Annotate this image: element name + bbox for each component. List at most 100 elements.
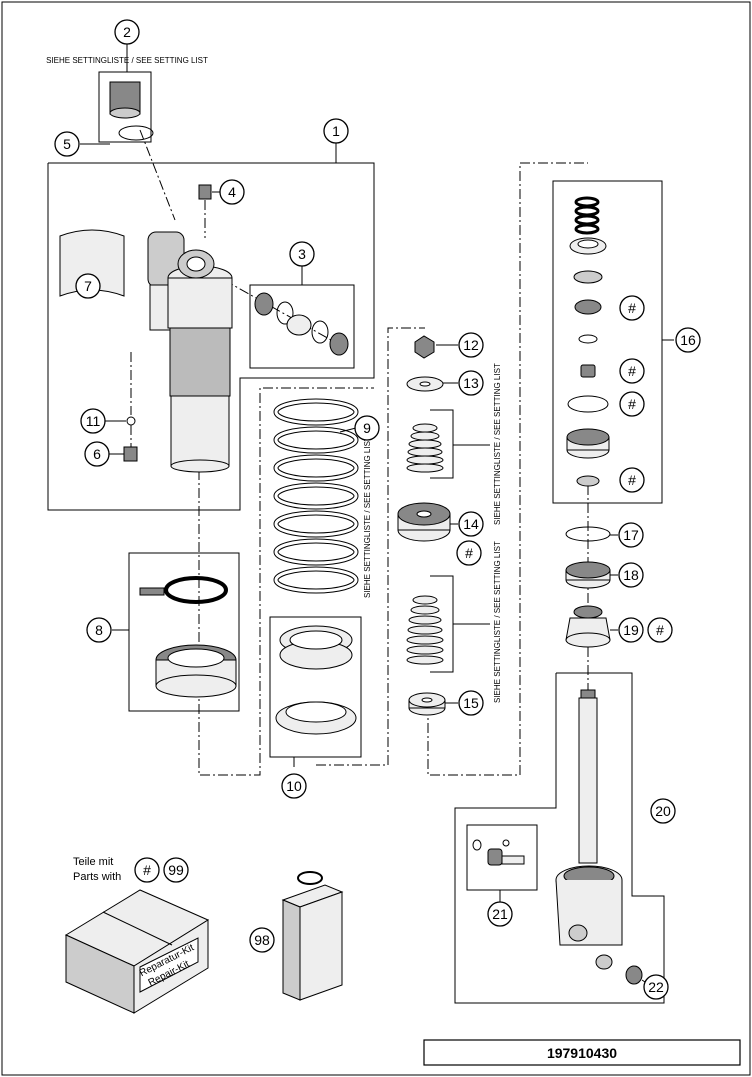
drawing-number-box xyxy=(423,1039,741,1066)
part-bush-16 xyxy=(580,364,596,378)
note-parts-with-de: Teile mit xyxy=(73,856,113,868)
part-adjust-ring-8-hole xyxy=(167,648,225,668)
svg-text:#: # xyxy=(465,545,473,561)
axis-line-2 xyxy=(139,129,176,221)
part-seal-16a xyxy=(574,299,602,315)
part-washer-11 xyxy=(126,416,136,426)
part-clamp-screw-8 xyxy=(139,587,165,596)
part-piston-rod-20 xyxy=(578,697,598,864)
group-frame-16 xyxy=(552,180,663,504)
group-frame-2 xyxy=(98,71,152,143)
note-setting-list-upper: SIEHE SETTINGLISTE / SEE SETTING LIST xyxy=(493,363,502,525)
callout-10: 10 xyxy=(281,773,307,799)
svg-text:15: 15 xyxy=(463,695,479,711)
svg-text:#: # xyxy=(628,472,636,488)
part-body-lower xyxy=(170,395,230,467)
part-body-bottom xyxy=(170,459,230,473)
callout-21: 21 xyxy=(487,901,513,927)
group-frame-1 xyxy=(47,162,375,511)
axis-line-right xyxy=(427,162,588,776)
callout-hash-16d: # xyxy=(619,467,645,493)
callout-14: 14 xyxy=(458,511,484,537)
part-shim-stack-lower xyxy=(406,595,444,665)
drawing-number: 197910430 xyxy=(547,1045,617,1061)
note-parts-with-en: Parts with xyxy=(73,871,121,883)
callout-hash-kit: # xyxy=(134,857,160,883)
svg-text:98: 98 xyxy=(254,932,270,948)
svg-text:#: # xyxy=(628,300,636,316)
svg-text:18: 18 xyxy=(623,567,639,583)
svg-text:9: 9 xyxy=(363,420,371,436)
part-screw-4 xyxy=(198,184,212,200)
callout-7: 7 xyxy=(75,273,101,299)
svg-text:#: # xyxy=(628,363,636,379)
callout-18: 18 xyxy=(618,562,644,588)
callout-6: 6 xyxy=(84,441,110,467)
callout-16: 16 xyxy=(675,327,701,353)
callout-5: 5 xyxy=(54,131,80,157)
svg-text:19: 19 xyxy=(623,622,639,638)
callout-9: 9 xyxy=(354,415,380,441)
part-guide-16 xyxy=(566,428,610,446)
part-washer-16a xyxy=(573,270,603,284)
part-sleeve-3 xyxy=(286,314,312,336)
part-thread xyxy=(169,327,231,397)
svg-text:99: 99 xyxy=(168,862,184,878)
part-screw-6 xyxy=(123,446,138,462)
svg-text:10: 10 xyxy=(286,778,302,794)
part-oring-5 xyxy=(118,125,154,141)
callout-20: 20 xyxy=(650,798,676,824)
callout-11: 11 xyxy=(80,408,106,434)
svg-text:3: 3 xyxy=(298,246,306,262)
part-eye-hole xyxy=(186,256,206,272)
svg-text:17: 17 xyxy=(623,527,639,543)
part-bush-22 xyxy=(625,965,643,985)
svg-text:#: # xyxy=(656,622,664,638)
callout-19: 19 xyxy=(618,617,644,643)
bracket-upper-shims xyxy=(430,409,454,479)
svg-text:20: 20 xyxy=(655,803,671,819)
svg-text:5: 5 xyxy=(63,136,71,152)
callout-3: 3 xyxy=(289,241,315,267)
part-spring-9 xyxy=(273,398,359,594)
part-adjust-ring-8-bottom xyxy=(155,674,237,698)
repair-kit-box xyxy=(64,889,210,1014)
part-washer-16b xyxy=(576,475,600,487)
callout-1: 1 xyxy=(323,118,349,144)
callout-4: 4 xyxy=(219,179,245,205)
svg-text:#: # xyxy=(143,862,151,878)
callout-hash-16c: # xyxy=(619,391,645,417)
callout-2: 2 xyxy=(114,19,140,45)
svg-text:21: 21 xyxy=(492,906,508,922)
svg-text:7: 7 xyxy=(84,278,92,294)
callout-12: 12 xyxy=(458,332,484,358)
note-setting-list-2: SIEHE SETTINGLISTE / SEE SETTING LIST xyxy=(46,56,208,65)
part-rod-eye-20 xyxy=(555,879,623,946)
part-oring-16a xyxy=(578,334,598,344)
group-frame-21 xyxy=(466,824,538,891)
callout-13: 13 xyxy=(458,370,484,396)
part-sticker-7 xyxy=(59,229,125,297)
part-body-upper xyxy=(167,277,233,329)
part-shim-stack-upper xyxy=(406,423,444,473)
group-frame-8 xyxy=(128,552,240,712)
part-seat-10b-hole xyxy=(285,701,347,723)
part-oring-16b xyxy=(567,395,609,413)
svg-text:4: 4 xyxy=(228,184,236,200)
part-bush-3a xyxy=(254,292,274,316)
part-cap-18 xyxy=(565,561,611,579)
axis-line-3 xyxy=(223,279,341,346)
svg-text:8: 8 xyxy=(95,622,103,638)
callout-99: 99 xyxy=(163,857,189,883)
part-seat-10a-hole xyxy=(289,630,343,650)
part-oring-21 xyxy=(472,839,482,851)
svg-text:13: 13 xyxy=(463,375,479,391)
part-ring-3a xyxy=(276,301,294,325)
part-nut-12 xyxy=(414,335,435,359)
callout-hash-14: # xyxy=(456,540,482,566)
svg-text:12: 12 xyxy=(463,337,479,353)
group-frame-10 xyxy=(269,616,362,758)
part-bush-3b xyxy=(329,332,349,356)
svg-text:14: 14 xyxy=(463,516,479,532)
